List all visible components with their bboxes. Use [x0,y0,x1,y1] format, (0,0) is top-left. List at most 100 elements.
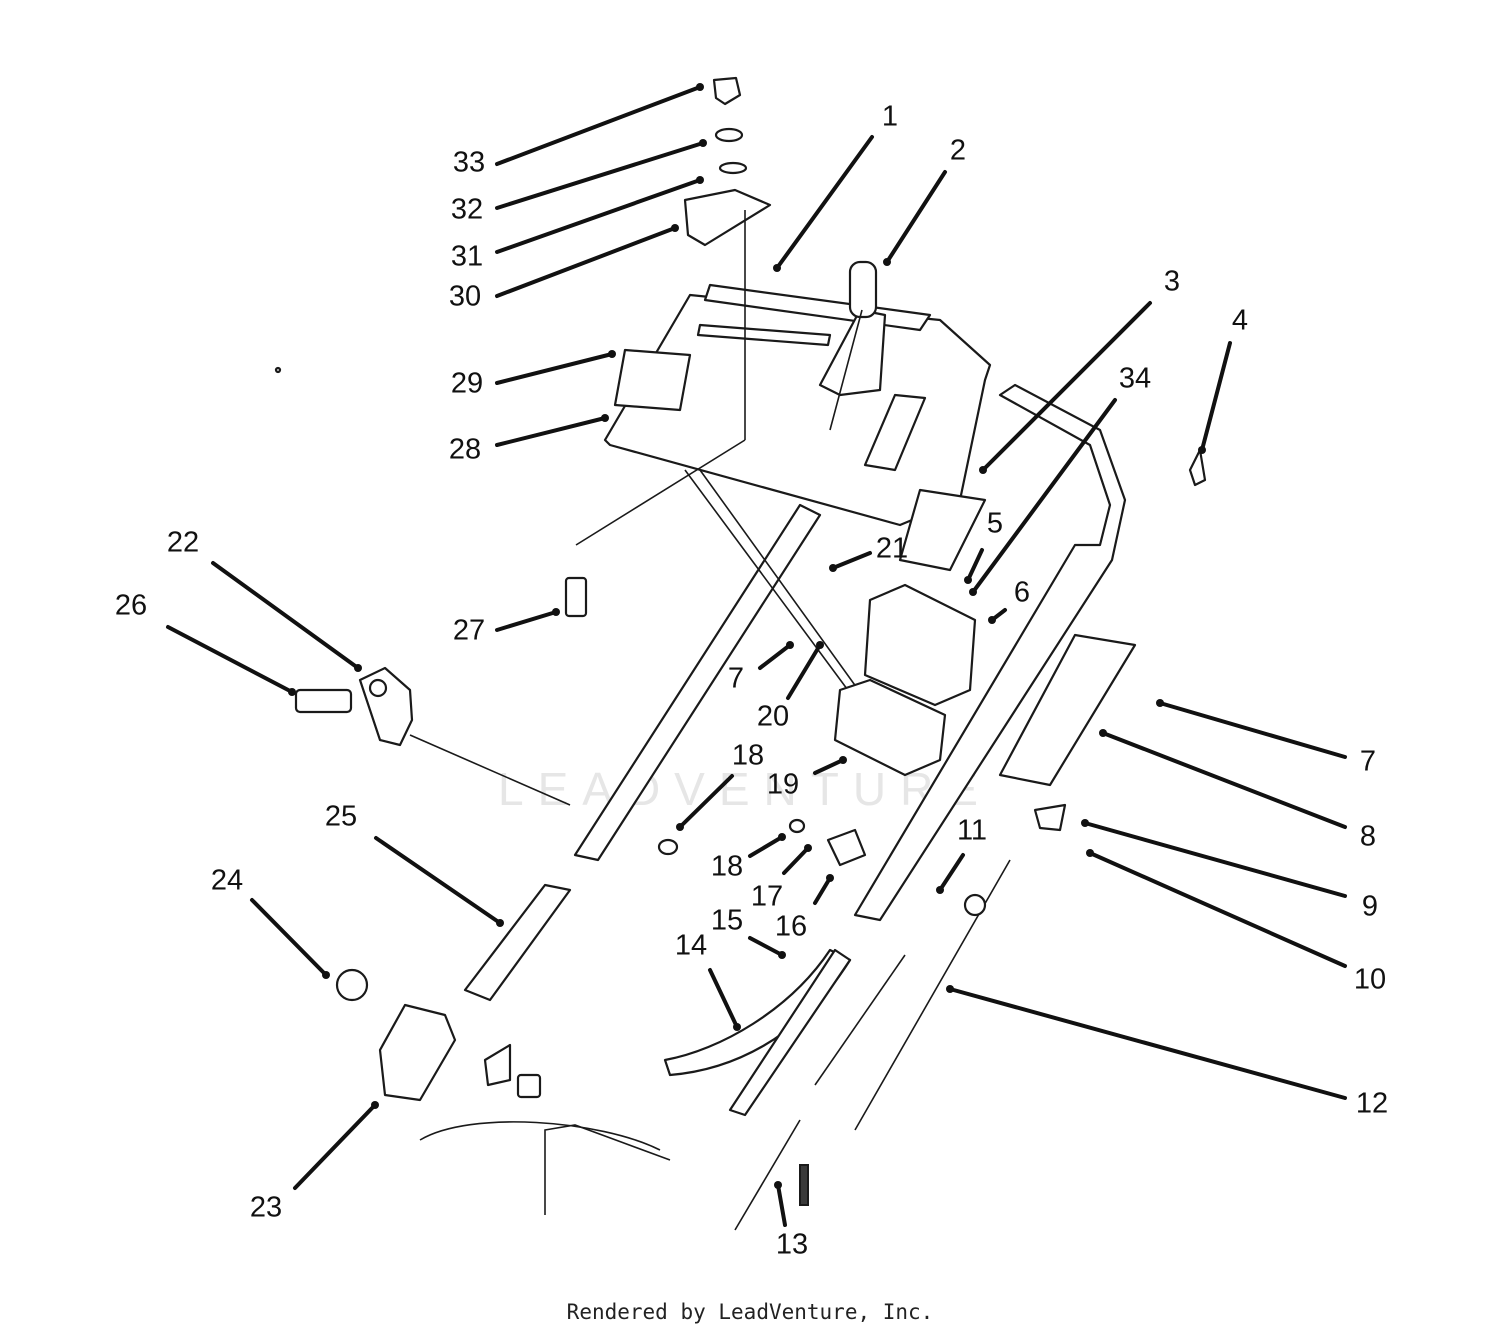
leader-dot-15 [778,951,786,959]
leader-line-27 [495,610,558,632]
callout-8: 8 [1360,821,1376,853]
leader-line-23 [293,1103,377,1190]
leader-dot-18-bottom [778,833,786,841]
callout-21: 21 [876,533,908,565]
leader-dot-10 [1086,849,1094,857]
callout-11: 11 [957,815,987,847]
leader-dot-7-left [786,641,794,649]
leader-dot-12 [946,985,954,993]
leader-line-25 [374,836,502,925]
leader-line-32 [495,141,705,210]
callout-leaders [166,83,1347,1227]
leader-line-34 [971,398,1117,594]
leader-dot-28 [601,414,609,422]
leader-line-31 [495,178,702,254]
leader-dot-3 [979,466,987,474]
leader-dot-31 [696,176,704,184]
leader-line-16 [813,876,832,905]
leader-line-22 [211,561,360,670]
leader-dot-7-right [1156,699,1164,707]
leader-line-21 [831,551,872,570]
callout-2: 2 [950,135,966,167]
handle-frame [573,383,1127,922]
leader-line-11 [938,853,965,892]
callout-1: 1 [882,101,898,133]
callout-15: 15 [711,905,743,937]
callout-7-left: 7 [728,663,744,695]
leader-line-10 [1088,851,1347,968]
callout-23: 23 [250,1192,282,1224]
callout-18-top: 18 [732,740,764,772]
leader-dot-29 [608,350,616,358]
leader-line-4 [1200,341,1232,452]
callout-12: 12 [1356,1088,1388,1120]
leader-line-33 [495,85,702,166]
small-hardware [657,448,1207,867]
leader-dot-20 [816,641,824,649]
leader-line-13 [776,1183,787,1227]
callout-22: 22 [167,527,199,559]
callout-17: 17 [751,881,783,913]
leader-dot-30 [671,224,679,232]
leader-dot-16 [826,874,834,882]
leader-dot-6 [988,616,996,624]
callout-27: 27 [453,615,485,647]
leader-line-19 [813,758,845,775]
leader-dot-24 [322,971,330,979]
control-box [833,488,987,777]
leader-dot-5 [964,576,972,584]
callout-19: 19 [767,769,799,801]
leader-line-18-top [678,774,734,829]
leader-line-8 [1101,731,1347,829]
switch-27 [564,439,746,618]
leader-line-2 [885,170,947,264]
leader-dot-18-top [676,823,684,831]
callout-25: 25 [325,801,357,833]
cable-12 [734,859,1011,1231]
leader-line-30 [495,226,677,298]
leader-line-24 [250,898,328,977]
leader-line-7-left [758,643,792,670]
housing-23 [335,968,671,1215]
callout-20: 20 [757,701,789,733]
callout-31: 31 [451,241,483,273]
callout-14: 14 [675,930,707,962]
callout-18-bottom: 18 [711,851,743,883]
callout-6: 6 [1014,577,1030,609]
leader-dot-13 [774,1181,782,1189]
leader-line-3 [981,301,1152,472]
callout-32: 32 [451,194,483,226]
callout-labels: 1 2 3 4 5 6 7 7 8 9 10 11 12 13 14 15 16… [115,101,1388,1261]
leader-line-14 [708,968,739,1029]
leader-line-12 [948,987,1347,1100]
leader-line-15 [748,936,784,957]
pivot-bracket-22 [294,666,571,806]
callout-7-right: 7 [1360,746,1376,778]
leader-dot-4 [1198,446,1206,454]
bracket-8 [998,633,1137,787]
leader-line-18-bottom [748,835,784,858]
callout-9: 9 [1362,891,1378,923]
leader-line-1 [775,135,874,270]
footer-credit: Rendered by LeadVenture, Inc. [566,1300,934,1324]
leader-dot-27 [552,608,560,616]
leader-dot-1 [773,264,781,272]
key-assembly [683,76,772,440]
callout-24: 24 [211,865,243,897]
leader-line-20 [786,643,822,700]
leader-dot-8 [1099,729,1107,737]
callout-4: 4 [1232,305,1248,337]
leader-dot-33 [696,83,704,91]
chute-lever-14 [663,948,852,1117]
leader-line-28 [495,416,607,447]
leader-line-7-right [1158,701,1347,759]
leader-dot-11 [936,886,944,894]
shift-lever [818,260,887,431]
callout-16: 16 [775,911,807,943]
callout-29: 29 [451,368,483,400]
handle-grip-25 [463,883,572,1002]
callout-26: 26 [115,590,147,622]
leader-dot-34 [969,588,977,596]
callout-30: 30 [449,281,481,313]
leader-dot-26 [288,688,296,696]
